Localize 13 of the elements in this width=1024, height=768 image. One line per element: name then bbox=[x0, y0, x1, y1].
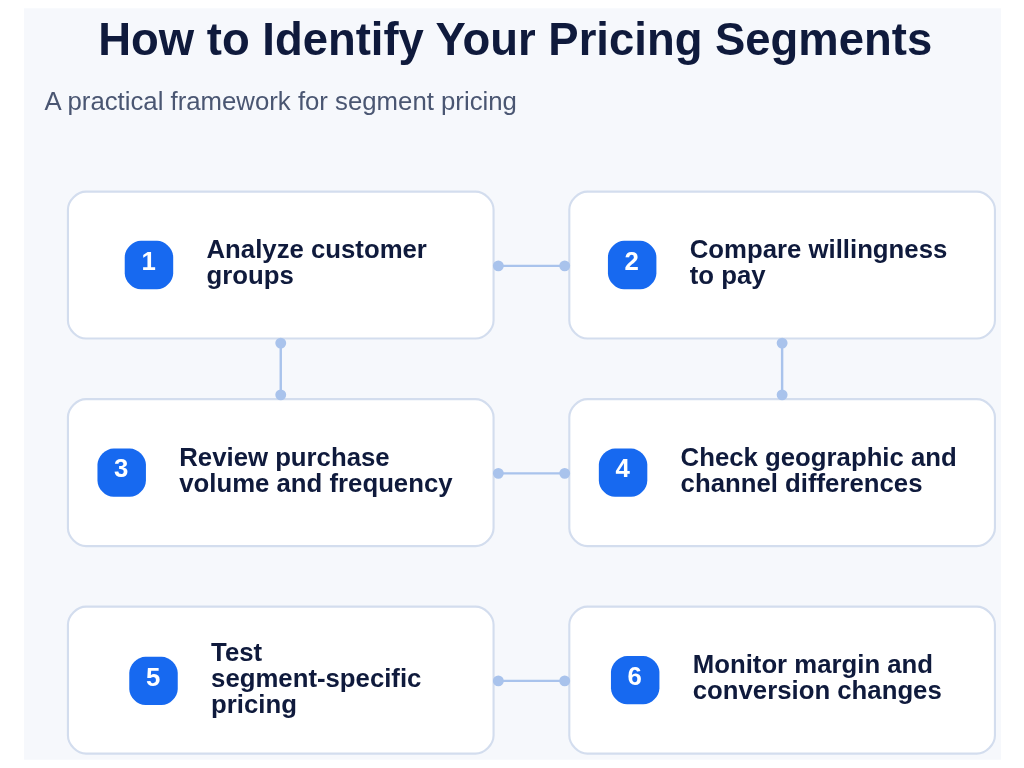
node-box: 4 Check geographic and channel differences bbox=[567, 398, 996, 548]
connector bbox=[492, 467, 570, 479]
node-box: 3 Review purchase volume and frequency bbox=[66, 398, 495, 548]
node-box: 1 Analyze customer groups bbox=[66, 190, 495, 340]
node-box: 5 Test segment-specific pricing bbox=[66, 605, 495, 755]
label: A practical framework for segment pricing bbox=[44, 86, 517, 115]
node-box: 6 Monitor margin and conversion changes bbox=[567, 605, 996, 755]
connector bbox=[492, 260, 570, 272]
connector bbox=[492, 675, 570, 687]
diagram-title: How to Identify Your Pricing Segments bbox=[97, 14, 932, 66]
connector bbox=[776, 337, 788, 401]
node-box: 2 Compare willingness to pay bbox=[567, 190, 996, 340]
connector bbox=[274, 337, 286, 401]
